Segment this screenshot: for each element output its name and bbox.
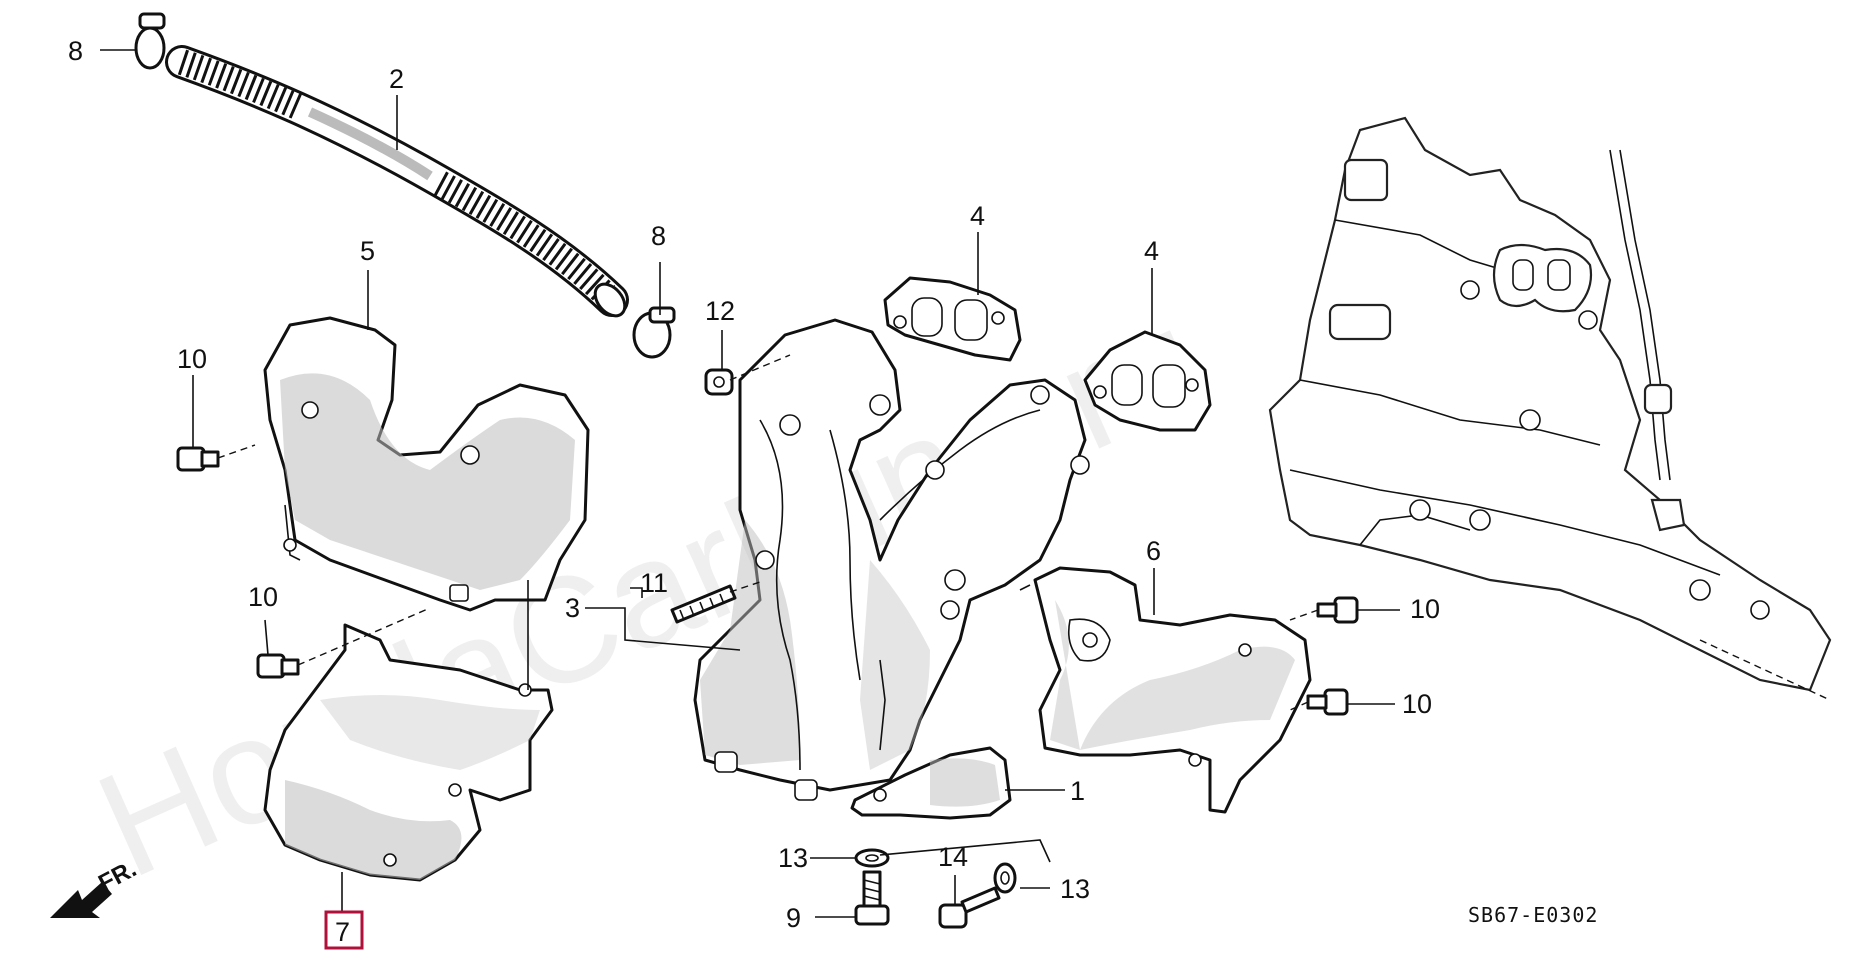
- callout-13-b: 13: [1060, 874, 1090, 904]
- callout-4-right: 4: [1144, 236, 1159, 266]
- callout-9: 9: [786, 903, 801, 933]
- part-3-exhaust-manifold: [693, 318, 1090, 801]
- callout-labels: 8 2 8 5 10 10 12 4 4 6 3 11 1 10 10 13 9…: [68, 36, 1440, 933]
- leader-lines: [100, 49, 1400, 918]
- callout-6: 6: [1146, 536, 1161, 566]
- part-10-bolt-d: [1289, 688, 1349, 716]
- callout-8-top: 8: [68, 36, 83, 66]
- callout-8-mid: 8: [651, 221, 666, 251]
- part-4-gasket-right: [1083, 330, 1212, 432]
- drawing-code: SB67-E0302: [1468, 903, 1598, 927]
- callout-7-highlight[interactable]: 7: [324, 910, 364, 950]
- callout-10-c: 10: [1410, 594, 1440, 624]
- part-5-upper-heat-shield: [263, 316, 590, 612]
- callout-13-a: 13: [778, 843, 808, 873]
- front-indicator: FR.: [50, 855, 141, 918]
- callout-10-a: 10: [177, 344, 207, 374]
- part-8-clamp-upper: [134, 12, 166, 70]
- part-7-lower-heat-shield: [263, 580, 554, 882]
- callout-14: 14: [938, 842, 968, 872]
- part-10-bolt-a: [176, 444, 256, 472]
- part-6-bracket-shield: [1019, 566, 1312, 814]
- callout-11: 11: [640, 568, 668, 598]
- callout-7: 7: [335, 917, 350, 947]
- callout-5: 5: [360, 236, 375, 266]
- callout-2: 2: [389, 64, 404, 94]
- callout-7-frame: [324, 910, 364, 950]
- part-14-bolt: [938, 886, 1001, 929]
- part-10-bolt-c: [1289, 596, 1359, 624]
- callout-1: 1: [1070, 776, 1085, 806]
- part-13-washer-b: [993, 862, 1017, 894]
- front-arrow-icon: [50, 882, 112, 918]
- callout-3: 3: [565, 593, 580, 623]
- engine-block: [1268, 116, 1832, 701]
- callout-4-left: 4: [970, 201, 985, 231]
- part-4-gasket-left: [883, 276, 1022, 362]
- callout-12: 12: [705, 296, 735, 326]
- callout-10-d: 10: [1402, 689, 1432, 719]
- part-8-clamp-lower: [632, 306, 676, 359]
- part-10-bolt-b: [256, 607, 431, 679]
- callout-10-b: 10: [248, 582, 278, 612]
- part-12-nut: [704, 354, 791, 396]
- part-11-stud: [670, 581, 761, 624]
- part-1-bracket: [850, 746, 1012, 820]
- part-13-washer-a: [854, 848, 890, 868]
- part-9-bolt: [854, 870, 890, 926]
- part-2-hose: [165, 45, 629, 318]
